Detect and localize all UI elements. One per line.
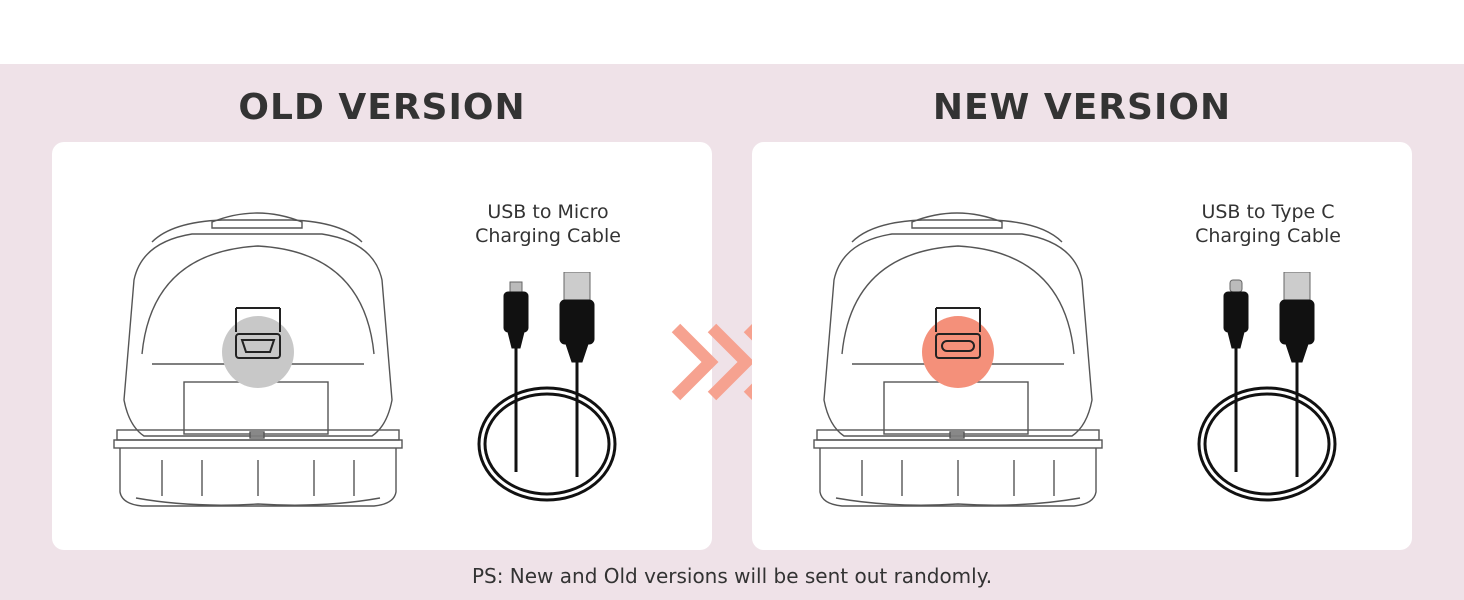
micro-usb-port-icon — [240, 339, 276, 353]
old-version-heading: OLD VERSION — [238, 87, 526, 128]
footnote: PS: New and Old versions will be sent ou… — [471, 564, 993, 588]
old-cable-label: USB to Micro Charging Cable — [438, 200, 658, 248]
new-cable-label-line1: USB to Type C — [1201, 201, 1335, 223]
lantern-device-icon — [113, 212, 403, 507]
usb-c-cable-icon — [1197, 272, 1337, 502]
old-cable-label-line2: Charging Cable — [475, 225, 621, 247]
new-version-panel: USB to Type C Charging Cable — [752, 142, 1412, 550]
usb-c-port-icon — [941, 340, 975, 352]
old-version-panel: USB to Micro Charging Cable — [52, 142, 712, 550]
old-cable-label-line1: USB to Micro — [487, 201, 609, 223]
new-version-heading: NEW VERSION — [932, 87, 1232, 128]
lantern-device-icon — [813, 212, 1103, 507]
micro-usb-cable-icon — [477, 272, 617, 502]
new-cable-label-line2: Charging Cable — [1195, 225, 1341, 247]
new-cable-label: USB to Type C Charging Cable — [1158, 200, 1378, 248]
